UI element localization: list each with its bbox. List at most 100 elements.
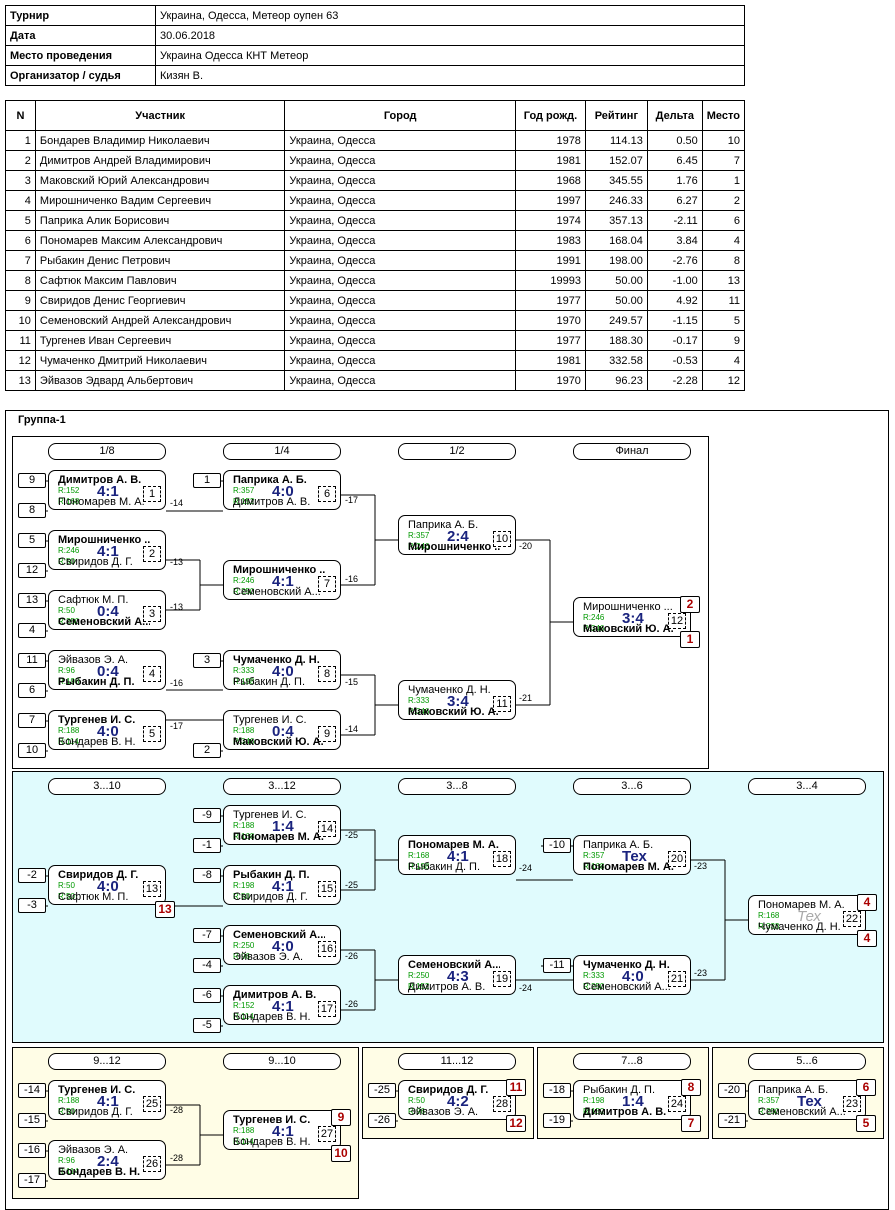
- table-cell: -2.28: [646, 370, 703, 391]
- table-cell: 10: [701, 130, 746, 151]
- player-2-name: Семеновский А...: [233, 586, 321, 598]
- table-cell: 1981: [515, 150, 586, 171]
- seed-box: 3: [193, 653, 221, 668]
- seed-box: -19: [543, 1113, 571, 1128]
- table-cell: 249.57: [584, 310, 648, 331]
- seed-box: -1: [193, 838, 221, 853]
- player-2-name: Чумаченко Д. Н.: [758, 921, 841, 933]
- player-1-name: Паприка А. Б.: [408, 519, 479, 531]
- player-1-rating: R:168: [758, 911, 780, 920]
- player-2-name: Рыбакин Д. П.: [58, 676, 135, 688]
- seed-box: 13: [18, 593, 46, 608]
- seed-box: 5: [18, 533, 46, 548]
- round-label: 9...10: [223, 1053, 341, 1070]
- round-label: 1/2: [398, 443, 516, 460]
- player-1-name: Мирошниченко ...: [233, 564, 325, 576]
- round-label: 1/4: [223, 443, 341, 460]
- player-1-rating: R:168: [408, 851, 430, 860]
- player-1-name: Семеновский А...: [408, 959, 500, 971]
- seed-box: -7: [193, 928, 221, 943]
- loser-destination-label: -28: [170, 1153, 184, 1163]
- seed-box: -4: [193, 958, 221, 973]
- seed-box: 12: [18, 563, 46, 578]
- match-score: 4:1: [272, 998, 294, 1015]
- column-header: Дельта: [646, 100, 703, 131]
- player-2-rating: R:346: [583, 624, 605, 633]
- player-1-name: Чумаченко Д. Н.: [408, 684, 491, 696]
- player-2-rating: R:114: [58, 737, 79, 746]
- player-1-name: Рыбакин Д. П.: [233, 869, 310, 881]
- player-1-rating: R:188: [233, 821, 255, 830]
- seed-box: 10: [18, 743, 46, 758]
- seed-box: -2: [18, 868, 46, 883]
- player-1-name: Чумаченко Д. Н.: [233, 654, 320, 666]
- match-number: 16: [318, 941, 336, 957]
- match-number: 26: [143, 1156, 161, 1172]
- player-2-name: Свиридов Д. Г.: [233, 891, 308, 903]
- match-score: 3:4: [447, 693, 469, 710]
- loser-destination-label: -24: [519, 863, 533, 873]
- info-label: Место проведения: [5, 45, 156, 66]
- player-1-rating: R:96: [58, 1156, 75, 1165]
- player-1-rating: R:198: [233, 881, 255, 890]
- player-1-name: Паприка А. Б.: [583, 839, 654, 851]
- table-cell: 6.45: [646, 150, 703, 171]
- table-cell: 1978: [515, 130, 586, 151]
- seed-box: -11: [543, 958, 571, 973]
- place-badge: 7: [681, 1115, 701, 1132]
- loser-destination-label: -26: [345, 999, 359, 1009]
- place-badge: 6: [856, 1079, 876, 1096]
- player-1-name: Тургенев И. С.: [58, 714, 136, 726]
- player-1-rating: R:198: [583, 1096, 605, 1105]
- player-1-name: Паприка А. Б.: [758, 1084, 829, 1096]
- loser-destination-label: -25: [345, 880, 359, 890]
- round-label: 3...10: [48, 778, 166, 795]
- player-1-name: Семеновский А...: [233, 929, 325, 941]
- player-2-name: Бондарев В. Н.: [58, 1166, 141, 1178]
- player-2-name: Эйвазов Э. А.: [408, 1106, 479, 1118]
- player-2-name: Маковский Ю. А.: [583, 623, 674, 635]
- table-cell: 168.04: [584, 230, 648, 251]
- table-cell: 152.07: [584, 150, 648, 171]
- player-2-rating: R:250: [758, 1107, 780, 1116]
- seed-box: 7: [18, 713, 46, 728]
- player-2-name: Маковский Ю. А.: [408, 706, 499, 718]
- match-score: Тех: [797, 1093, 822, 1110]
- table-cell: 1974: [515, 210, 586, 231]
- seed-box: -10: [543, 838, 571, 853]
- match-score: 1:4: [622, 1093, 644, 1110]
- seed-box: -21: [718, 1113, 746, 1128]
- player-1-name: Свиридов Д. Г.: [58, 869, 139, 881]
- player-1-rating: R:188: [58, 726, 80, 735]
- column-header: Год рожд.: [515, 100, 586, 131]
